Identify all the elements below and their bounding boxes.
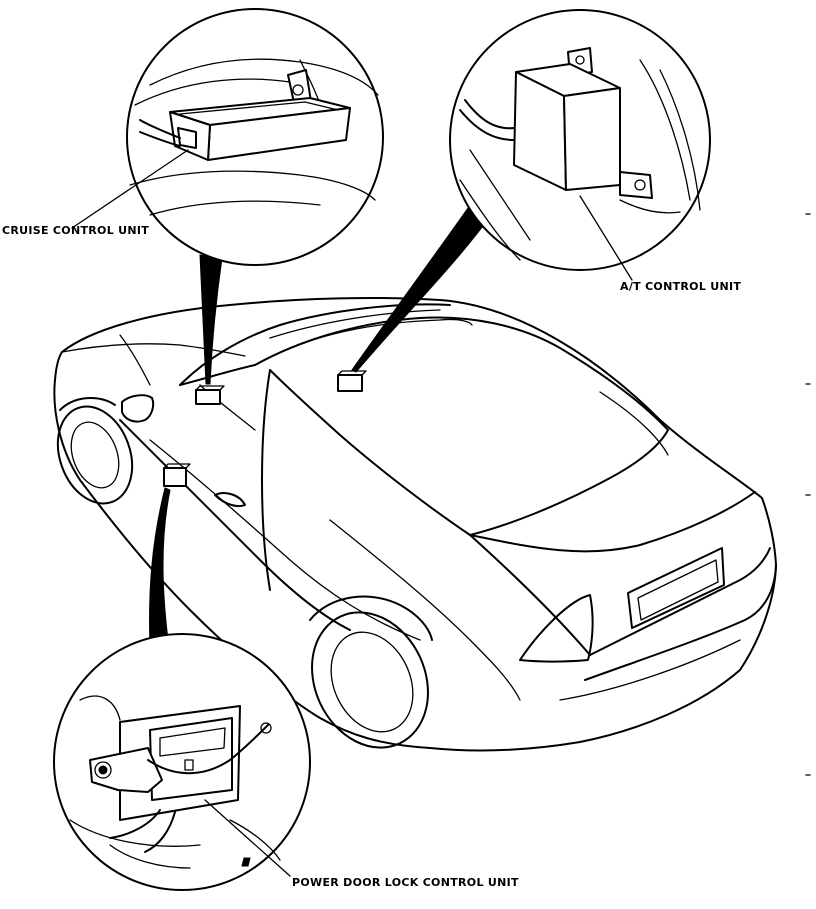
cruise-callout-pointer xyxy=(199,254,223,385)
car-illustration xyxy=(53,296,777,752)
door-lock-unit-marker xyxy=(163,467,187,487)
at-control-label: A/T CONTROL UNIT xyxy=(620,280,741,293)
cruise-control-label: CRUISE CONTROL UNIT xyxy=(2,224,149,237)
door-lock-detail xyxy=(53,633,311,891)
door-lock-callout-pointer xyxy=(149,487,171,647)
at-control-detail xyxy=(449,9,711,281)
cruise-unit-marker xyxy=(195,389,221,405)
door-lock-label: POWER DOOR LOCK CONTROL UNIT xyxy=(292,876,519,889)
at-callout-pointer xyxy=(351,207,487,373)
at-unit-marker xyxy=(337,374,363,392)
cruise-control-detail xyxy=(71,8,384,266)
